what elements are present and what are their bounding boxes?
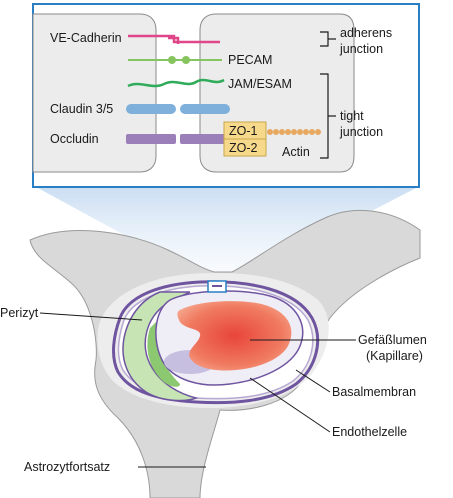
pecam-dot-2 <box>182 56 190 64</box>
label-pecam: PECAM <box>228 53 272 67</box>
label-basalmembran: Basalmembran <box>332 385 416 399</box>
label-claudin: Claudin 3/5 <box>50 102 113 116</box>
label-occludin: Occludin <box>50 132 99 146</box>
label-ve-cadherin: VE-Cadherin <box>50 31 122 45</box>
label-lumen-1: Gefäßlumen <box>358 333 427 347</box>
label-tight-2: junction <box>339 125 383 139</box>
label-zo1: ZO-1 <box>229 124 258 138</box>
label-adherens-1: adherens <box>340 26 392 40</box>
magnification-beam <box>36 187 418 283</box>
label-actin: Actin <box>282 145 310 159</box>
label-lumen-2: (Kapillare) <box>366 349 423 363</box>
leader-basalmembran <box>295 369 331 393</box>
label-endothelzelle: Endothelzelle <box>332 425 407 439</box>
label-zo2: ZO-2 <box>229 141 258 155</box>
claudin-right <box>180 104 230 114</box>
right-cell <box>199 13 355 173</box>
vessel-lumen <box>177 301 292 371</box>
pecam-dot-1 <box>168 56 176 64</box>
basal-membrane <box>112 280 320 405</box>
claudin-left <box>126 104 176 114</box>
label-jam-esam: JAM/ESAM <box>228 77 292 91</box>
leader-perizyt <box>39 312 143 321</box>
zo2-box <box>223 138 267 157</box>
occludin-left <box>126 134 176 144</box>
left-cell <box>32 13 157 173</box>
label-tight-1: tight <box>340 109 364 123</box>
leader-endothelzelle <box>249 377 331 433</box>
occludin-right <box>180 134 230 144</box>
jam-esam <box>127 78 225 88</box>
label-perizyt: Perizyt <box>0 306 39 320</box>
label-adherens-2: junction <box>339 42 383 56</box>
actin-chain <box>267 129 321 135</box>
ve-cadherin-partner <box>168 36 180 44</box>
label-astrozyt: Astrozytfortsatz <box>24 460 110 474</box>
